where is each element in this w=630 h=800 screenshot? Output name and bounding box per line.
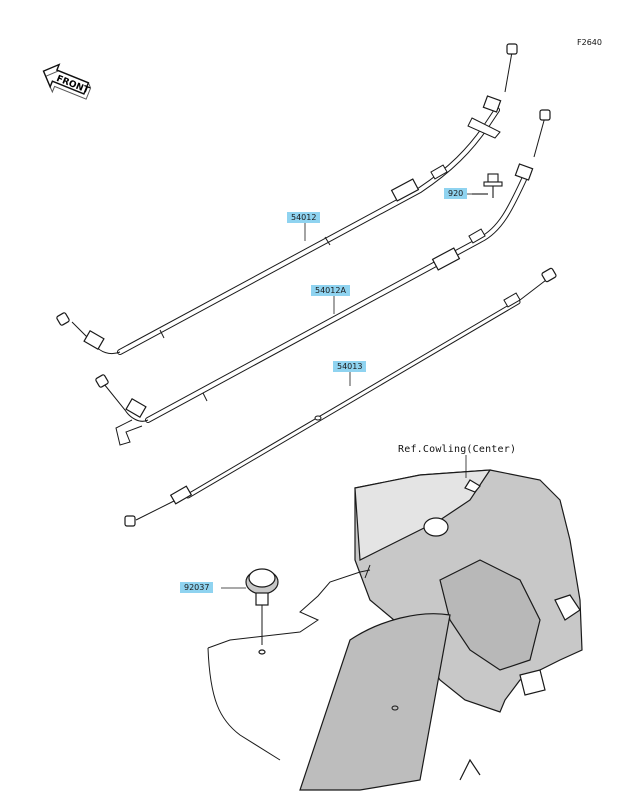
figure-code: F2640 bbox=[577, 38, 602, 47]
callout-54012[interactable]: 54012 bbox=[287, 212, 321, 223]
cowling-center-drawing bbox=[299, 469, 583, 791]
throttle-cable-54013 bbox=[124, 267, 557, 527]
callout-920[interactable]: 920 bbox=[444, 188, 468, 199]
throttle-cable-54012a bbox=[95, 109, 551, 446]
callout-92037[interactable]: 92037 bbox=[180, 582, 214, 593]
callout-54013[interactable]: 54013 bbox=[333, 361, 367, 372]
callout-54012a[interactable]: 54012A bbox=[311, 285, 350, 296]
reference-label: Ref.Cowling(Center) bbox=[398, 444, 517, 455]
clamp-92037-icon bbox=[245, 568, 279, 655]
throttle-cable-54012 bbox=[56, 43, 518, 355]
cowling-outline bbox=[207, 564, 399, 761]
bolt-920-icon bbox=[472, 173, 503, 198]
front-arrow-icon: FRONT bbox=[42, 63, 91, 100]
